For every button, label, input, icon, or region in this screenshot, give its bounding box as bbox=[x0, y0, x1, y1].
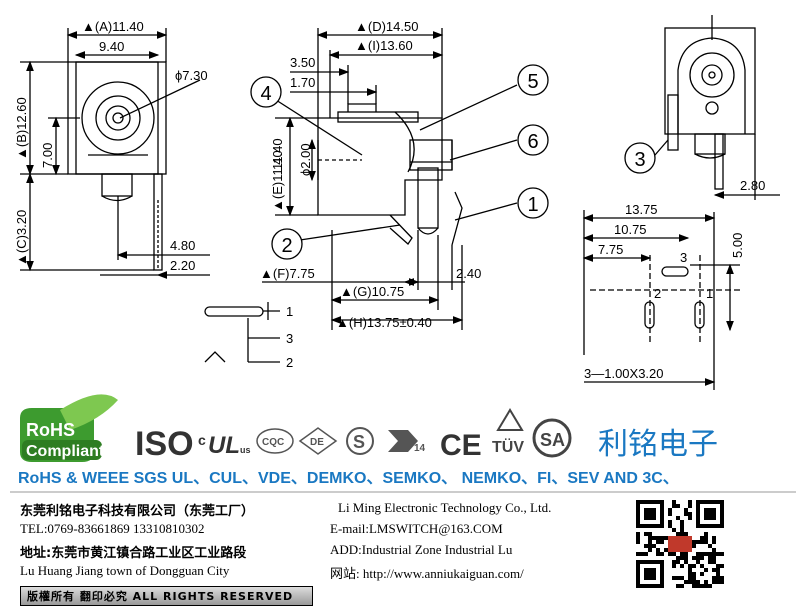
vde-logo: DE bbox=[298, 427, 338, 455]
iso-logo: ISO bbox=[135, 425, 194, 463]
csa-label: SA bbox=[540, 430, 565, 450]
semko-label: S bbox=[353, 432, 365, 452]
cqc-label: CQC bbox=[262, 437, 284, 448]
callout-2-label: 2 bbox=[281, 235, 292, 257]
dim-220: 2.20 bbox=[170, 258, 195, 273]
qr-code bbox=[634, 498, 726, 590]
company-address-cn: 地址:东莞市黄江镇合路工业区工业路段 bbox=[20, 546, 247, 561]
compliant-label: Compliant bbox=[26, 443, 105, 460]
top-right-view bbox=[654, 15, 780, 200]
k-mark-label: 14 bbox=[414, 443, 426, 454]
dim-phi730: ϕ7.30 bbox=[175, 68, 208, 83]
dim-280: 2.80 bbox=[740, 178, 765, 193]
leaf-icon bbox=[60, 394, 118, 430]
callout-6-label: 6 bbox=[527, 131, 538, 153]
dim-1075: 10.75 bbox=[614, 222, 647, 237]
footprint-pin-2: 2 bbox=[654, 286, 661, 301]
dim-775: 7.75 bbox=[598, 242, 623, 257]
callout-1 bbox=[517, 187, 549, 219]
dim-1375: 13.75 bbox=[625, 202, 658, 217]
dim-a: ▲(A)11.40 bbox=[82, 19, 144, 34]
callout-3-label: 3 bbox=[634, 149, 645, 171]
ul-c-label: c bbox=[198, 432, 206, 448]
dim-phi200: ϕ2.00 bbox=[298, 143, 313, 176]
rohs-badge: RoHS Compliant bbox=[20, 394, 118, 462]
side-view bbox=[262, 28, 518, 330]
dim-940: 9.40 bbox=[99, 39, 124, 54]
ul-label: UL bbox=[208, 432, 240, 459]
ul-logo: c UL us bbox=[198, 432, 251, 459]
tuv-label: TÜV bbox=[492, 437, 524, 456]
callout-6 bbox=[517, 124, 549, 156]
dim-h: ▲(H)13.75±0.40 bbox=[336, 315, 432, 330]
tuv-logo: TÜV bbox=[492, 408, 524, 456]
front-view bbox=[20, 28, 210, 279]
schematic-pin-1: 1 bbox=[286, 304, 293, 319]
callout-5 bbox=[517, 64, 549, 96]
callout-5-label: 5 bbox=[527, 71, 538, 93]
cert-statement: RoHS & WEEE SGS UL、CUL、VDE、DEMKO、SEMKO、 … bbox=[18, 470, 679, 487]
callout-4-label: 4 bbox=[260, 83, 271, 105]
footprint-pin-3: 3 bbox=[680, 250, 687, 265]
k-mark-logo: 14 bbox=[388, 430, 426, 454]
ul-us-label: us bbox=[240, 445, 251, 455]
company-name-en: Li Ming Electronic Technology Co., Ltd. bbox=[338, 500, 552, 515]
dim-b: ▲(B)12.60 bbox=[14, 97, 29, 160]
callout-4 bbox=[250, 76, 282, 108]
brand-name: 利铭电子 bbox=[598, 427, 718, 462]
dim-240: 2.40 bbox=[456, 266, 481, 281]
schematic-pin-2: 2 bbox=[286, 355, 293, 370]
callout-2 bbox=[271, 228, 303, 260]
dim-1140: 11.40 bbox=[270, 138, 285, 170]
dim-holes: 3—1.00X3.20 bbox=[584, 366, 664, 381]
semko-logo: S bbox=[346, 427, 374, 455]
dim-i: ▲(I)13.60 bbox=[355, 38, 413, 53]
dim-f: ▲(F)7.75 bbox=[260, 266, 315, 281]
callout-1-label: 1 bbox=[527, 194, 538, 216]
company-name-cn: 东莞利铭电子科技有限公司（东莞工厂） bbox=[20, 504, 255, 519]
dim-e: ▲(E)11.40 bbox=[270, 150, 285, 212]
company-tel: TEL:0769-83661869 13310810302 bbox=[20, 521, 205, 536]
dim-500: 5.00 bbox=[730, 233, 745, 258]
ce-logo: CE bbox=[440, 429, 482, 462]
company-address-en: ADD:Industrial Zone Industrial Lu bbox=[330, 542, 513, 557]
csa-logo: SA bbox=[532, 418, 572, 458]
schematic-pin-3: 3 bbox=[286, 331, 293, 346]
dim-350: 3.50 bbox=[290, 55, 315, 70]
pin-schematic bbox=[204, 302, 280, 363]
cqc-logo: CQC bbox=[256, 428, 294, 454]
rohs-label: RoHS bbox=[26, 420, 75, 440]
all-rights-reserved-bar: 版權所有 翻印必究 ALL RIGHTS RESERVED bbox=[20, 586, 313, 606]
vde-label: DE bbox=[310, 437, 324, 448]
callout-3 bbox=[624, 142, 656, 174]
company-website: 网站: http://www.anniukaiguan.com/ bbox=[330, 566, 524, 581]
dim-170: 1.70 bbox=[290, 75, 315, 90]
company-email: E-mail:LMSWITCH@163.COM bbox=[330, 521, 503, 536]
pcb-footprint bbox=[582, 210, 740, 390]
dim-700: 7.00 bbox=[40, 143, 55, 168]
company-address-en-2: Lu Huang Jiang town of Dongguan City bbox=[20, 563, 230, 578]
dim-d: ▲(D)14.50 bbox=[355, 19, 418, 34]
footprint-pin-1: 1 bbox=[706, 286, 713, 301]
dim-g: ▲(G)10.75 bbox=[340, 284, 404, 299]
dim-c: ▲(C)3.20 bbox=[14, 210, 29, 266]
dim-480: 4.80 bbox=[170, 238, 195, 253]
